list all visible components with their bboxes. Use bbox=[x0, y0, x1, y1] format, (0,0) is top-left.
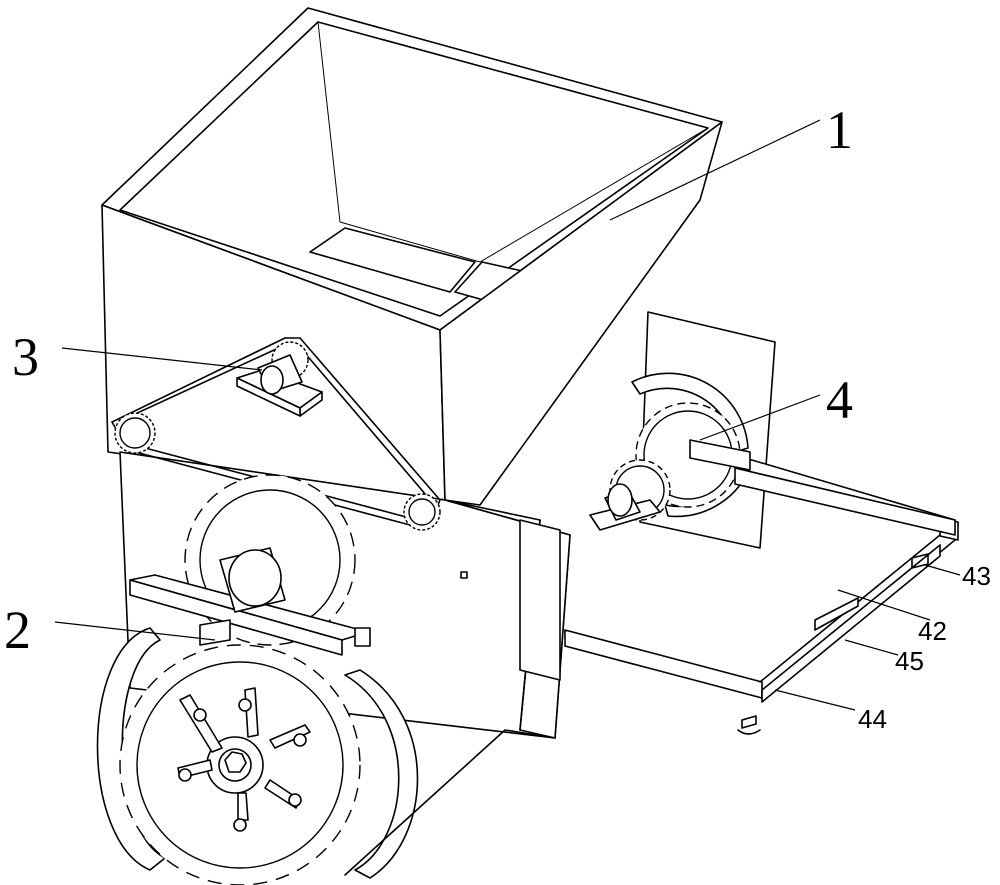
belt-drive bbox=[111, 337, 441, 531]
label-wheel: 2 bbox=[4, 600, 31, 660]
hopper bbox=[101, 7, 723, 506]
label-part-45: 45 bbox=[895, 646, 924, 676]
label-part-44: 44 bbox=[858, 704, 887, 734]
gear-drive bbox=[589, 372, 956, 536]
label-hopper: 1 bbox=[826, 100, 853, 160]
frame-tray bbox=[564, 454, 959, 735]
label-belt: 3 bbox=[12, 327, 39, 387]
label-part-42: 42 bbox=[918, 616, 947, 646]
wheel bbox=[96, 627, 419, 885]
drive-gear-assembly bbox=[129, 474, 371, 656]
gear-motor bbox=[589, 483, 661, 531]
leader-lines bbox=[54, 119, 961, 711]
label-part-43: 43 bbox=[962, 561, 991, 591]
wheel-hub bbox=[206, 736, 264, 794]
belt-motor bbox=[236, 354, 323, 417]
label-gear-drive: 4 bbox=[826, 370, 853, 430]
wheel-spokes bbox=[177, 687, 311, 832]
